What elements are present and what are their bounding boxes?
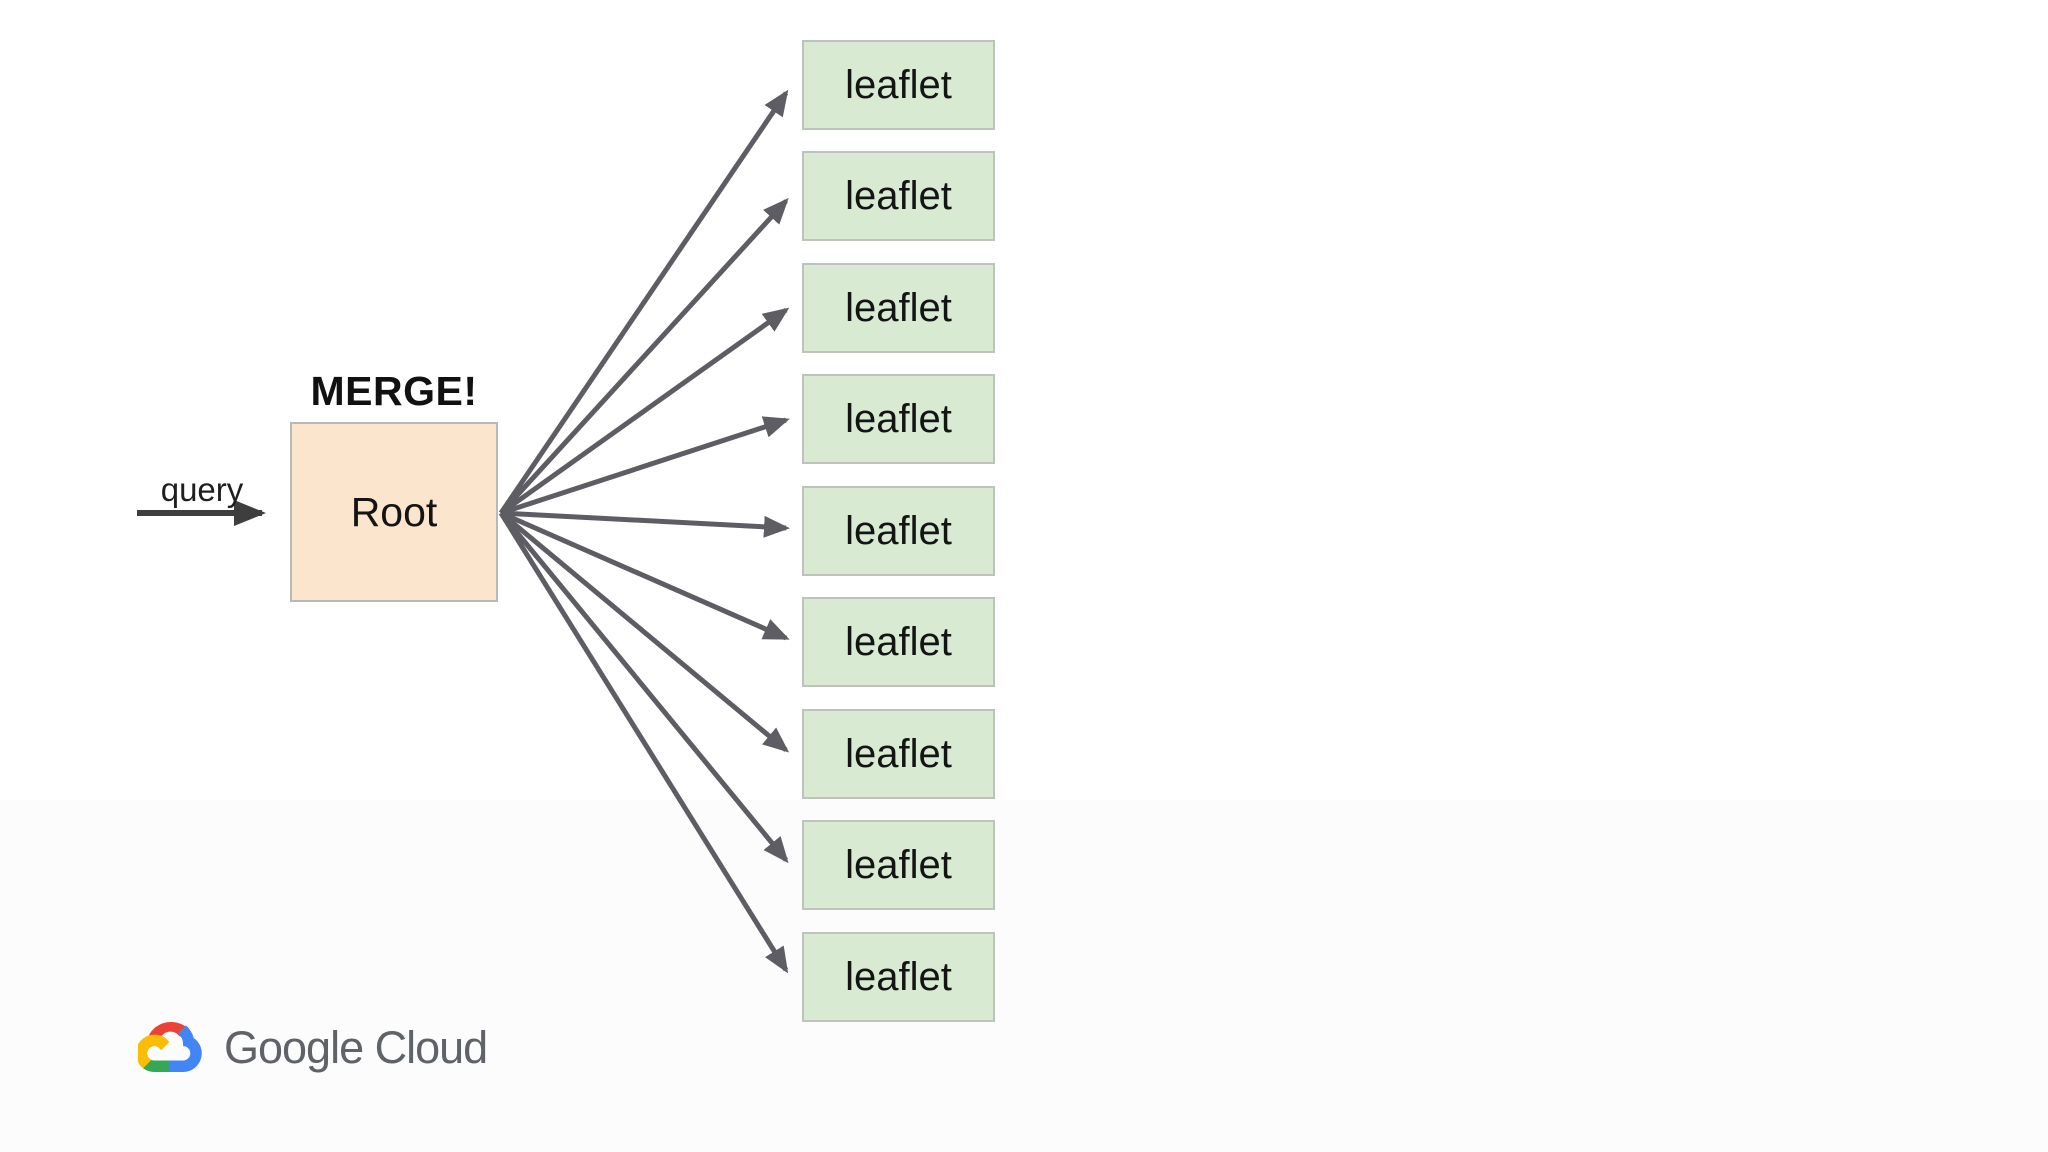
fan-arrow-2 — [499, 198, 789, 515]
leaflet-node-4: leaflet — [802, 374, 995, 464]
leaflet-node-7: leaflet — [802, 709, 995, 799]
leaflet-label: leaflet — [845, 62, 952, 107]
leaflet-node-6: leaflet — [802, 597, 995, 687]
leaflet-label: leaflet — [845, 396, 952, 441]
background-band — [0, 800, 2048, 1152]
google-cloud-logo: Google Cloud — [138, 1020, 488, 1076]
fan-arrow-3 — [499, 307, 790, 516]
leaflet-node-9: leaflet — [802, 932, 995, 1022]
root-node: Root — [290, 422, 498, 602]
google-cloud-wordmark: Google Cloud — [224, 1022, 488, 1073]
leaflet-label: leaflet — [845, 173, 952, 218]
leaflet-label: leaflet — [845, 619, 952, 664]
fan-arrow-4 — [500, 416, 790, 516]
leaflet-node-8: leaflet — [802, 820, 995, 910]
leaflet-label: leaflet — [845, 508, 952, 553]
root-node-label: Root — [350, 488, 438, 535]
fan-arrow-5 — [500, 510, 790, 538]
google-cloud-logo-icon — [138, 1021, 202, 1072]
leaflet-node-2: leaflet — [802, 151, 995, 241]
fan-arrow-9 — [498, 511, 789, 974]
leaflet-label: leaflet — [845, 731, 952, 776]
leaflet-node-1: leaflet — [802, 40, 995, 130]
leaflet-node-3: leaflet — [802, 263, 995, 353]
query-label: query — [160, 471, 244, 508]
merge-title: MERGE! — [310, 368, 478, 414]
leaflet-node-5: leaflet — [802, 486, 995, 576]
fan-arrow-8 — [499, 511, 789, 864]
leaflet-label: leaflet — [845, 842, 952, 887]
leaflet-label: leaflet — [845, 285, 952, 330]
leaflet-label: leaflet — [845, 954, 952, 999]
fan-arrow-1 — [498, 89, 789, 515]
fan-arrow-7 — [499, 511, 790, 753]
fan-arrow-6 — [499, 510, 790, 641]
